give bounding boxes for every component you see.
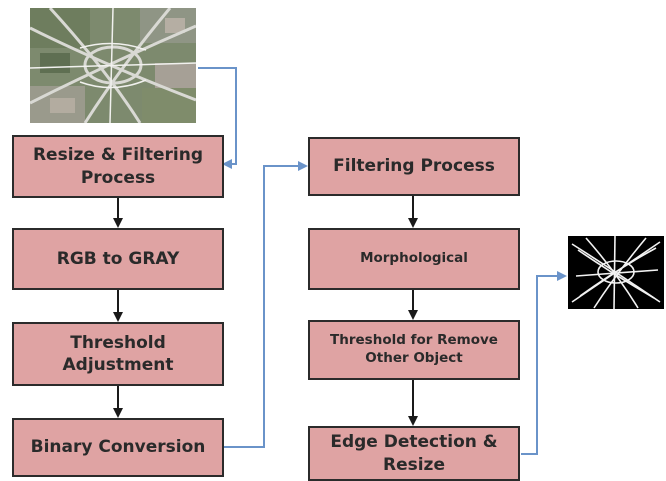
arrow-image-to-resize — [198, 67, 237, 169]
rgb-to-gray-box: RGB to GRAY — [12, 228, 224, 290]
morphological-box: Morphological — [308, 228, 520, 290]
arrow-edge-to-output — [521, 271, 567, 455]
binary-conversion-box: Binary Conversion — [12, 418, 224, 477]
input-aerial-image — [30, 8, 196, 123]
resize-filtering-box: Resize & Filtering Process — [12, 135, 224, 198]
arrow-binary-to-filtering — [224, 161, 308, 448]
filtering-process-box: Filtering Process — [308, 137, 520, 196]
threshold-adjustment-box: Threshold Adjustment — [12, 322, 224, 386]
threshold-remove-object-box: Threshold for Remove Other Object — [308, 320, 520, 380]
output-edge-image — [568, 236, 664, 309]
edge-detection-resize-box: Edge Detection & Resize — [308, 426, 520, 481]
